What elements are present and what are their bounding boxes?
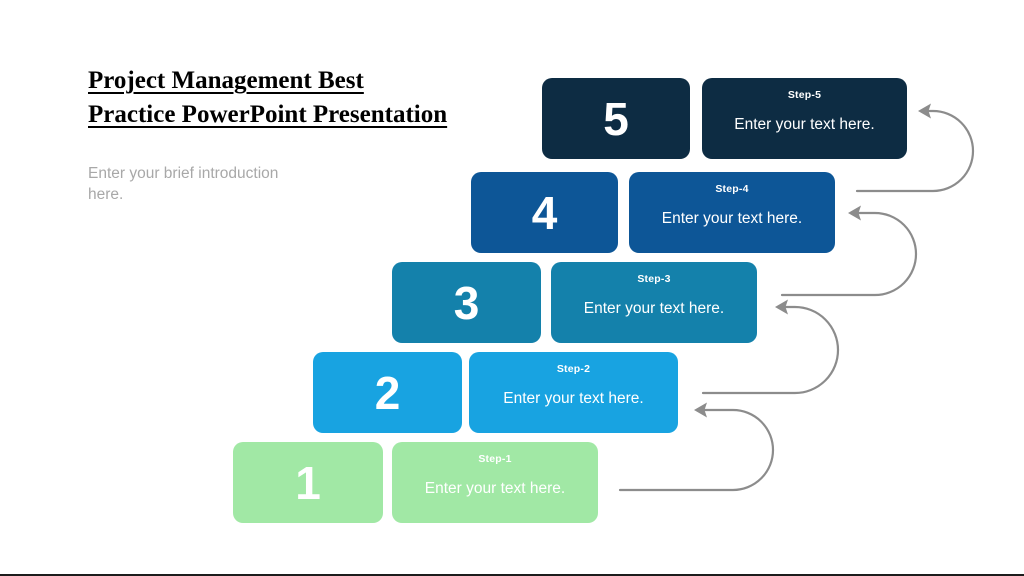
- slide-title-line2: Practice PowerPoint Presentation: [88, 101, 448, 128]
- step3-label: Step-3: [637, 273, 671, 285]
- step3-text-placeholder: Enter your text here.: [583, 300, 725, 317]
- step2-label: Step-2: [556, 363, 591, 375]
- step5-text-placeholder: Enter your text here.: [734, 116, 875, 133]
- arrowhead-left-icon: [694, 402, 707, 418]
- step5-text-block[interactable]: Step-5 Enter your text here.: [702, 78, 907, 159]
- step5-number: 5: [603, 92, 629, 145]
- step4-number-block[interactable]: 4: [471, 172, 618, 253]
- step3-number-block[interactable]: 3: [392, 262, 541, 343]
- step2-number: 2: [374, 366, 401, 419]
- step3-number: 3: [453, 276, 480, 329]
- step4-text-placeholder: Enter your text here.: [661, 210, 803, 227]
- step5-label: Step-5: [787, 89, 822, 101]
- arrowhead-left-icon: [848, 205, 861, 221]
- slide-title: Project Management Best Practice PowerPo…: [88, 64, 548, 132]
- step1-label: Step-1: [478, 453, 512, 465]
- step1-number: 1: [295, 456, 321, 509]
- step2-text-placeholder: Enter your text here.: [503, 390, 644, 407]
- step4-number: 4: [531, 186, 558, 239]
- slide-title-line1: Project Management Best: [88, 67, 364, 94]
- intro-placeholder[interactable]: Enter your brief introduction here.: [88, 165, 279, 203]
- arrowhead-left-icon: [918, 103, 931, 119]
- step4-label: Step-4: [715, 183, 749, 195]
- step2-text-block[interactable]: Step-2 Enter your text here.: [469, 352, 678, 433]
- arrowhead-left-icon: [775, 299, 788, 315]
- step4-text-block[interactable]: Step-4 Enter your text here.: [629, 172, 835, 253]
- bottom-border-line: [0, 574, 1024, 576]
- step1-text-placeholder: Enter your text here.: [424, 480, 566, 497]
- step1-number-block[interactable]: 1: [233, 442, 383, 523]
- step5-number-block[interactable]: 5: [542, 78, 690, 159]
- step1-text-block[interactable]: Step-1 Enter your text here.: [392, 442, 598, 523]
- step2-number-block[interactable]: 2: [313, 352, 462, 433]
- step3-text-block[interactable]: Step-3 Enter your text here.: [551, 262, 757, 343]
